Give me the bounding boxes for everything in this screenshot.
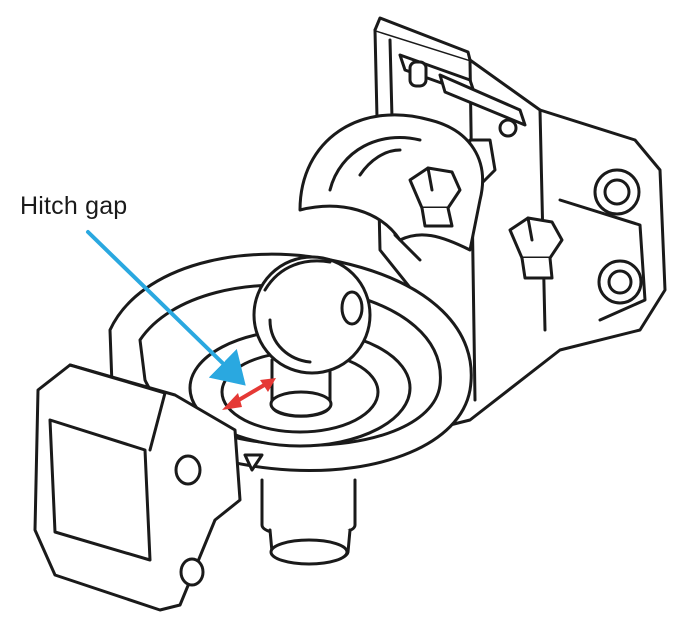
drawbar-eye xyxy=(33,363,242,612)
hitch-ball xyxy=(252,255,372,375)
hitch-gap-label: Hitch gap xyxy=(20,192,128,220)
gap-indicator-icon xyxy=(222,378,276,410)
bottom-nut xyxy=(260,478,357,566)
pointer-arrow-icon xyxy=(86,230,246,386)
ring-notch xyxy=(243,453,264,472)
upper-bolt xyxy=(408,166,462,228)
lower-bolt xyxy=(508,216,564,280)
